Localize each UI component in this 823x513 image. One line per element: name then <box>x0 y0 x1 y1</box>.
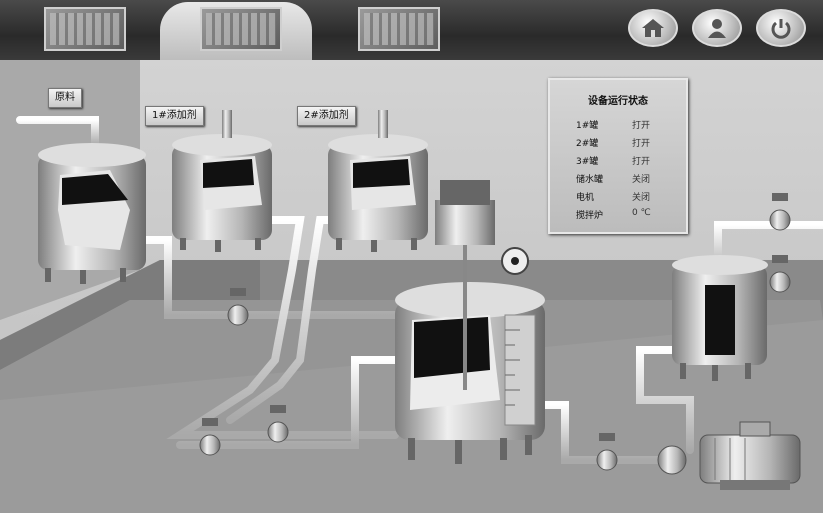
water-storage-tank[interactable] <box>672 255 768 381</box>
status-row: 1#罐 打开 <box>576 118 682 134</box>
platform-edge <box>0 260 300 370</box>
mixing-tank[interactable] <box>395 180 545 464</box>
additive-2-tank[interactable] <box>328 110 428 252</box>
pipe-return <box>176 356 404 449</box>
status-row-value: 关闭 <box>632 193 651 203</box>
valve-tank-top[interactable] <box>769 193 791 231</box>
raw-material-label-text: 原料 <box>55 92 75 103</box>
valve-additive1[interactable] <box>267 405 289 443</box>
raw-material-label: 原料 <box>48 88 82 108</box>
valve-additive2[interactable] <box>199 418 221 456</box>
pipe-pump-to-tank <box>636 346 694 454</box>
status-row-name: 储水罐 <box>576 175 604 185</box>
status-row-name: 2#罐 <box>576 139 599 149</box>
status-row-name: 搅拌炉 <box>576 211 604 221</box>
home-button[interactable] <box>628 9 678 47</box>
status-row-name: 1#罐 <box>576 121 599 131</box>
additive-1-tank[interactable] <box>172 110 272 252</box>
valves <box>199 193 791 471</box>
scene-thumb-1[interactable] <box>44 7 126 51</box>
additive-2-label: 2#添加剂 <box>297 106 356 126</box>
raw-material-tank[interactable] <box>38 143 146 284</box>
additive-1-label-text: 1#添加剂 <box>152 110 197 121</box>
plant-scene: 原料 1#添加剂 2#添加剂 <box>0 60 823 513</box>
status-row: 储水罐 关闭 <box>576 172 682 188</box>
status-row-value: 关闭 <box>632 175 651 185</box>
power-icon <box>771 19 791 39</box>
additive-1-label: 1#添加剂 <box>145 106 204 126</box>
user-button[interactable] <box>692 9 742 47</box>
status-row: 电机 关闭 <box>576 190 682 206</box>
valve-outlet[interactable] <box>596 433 618 471</box>
status-row-name: 3#罐 <box>576 157 599 167</box>
status-panel-title: 设备运行状态 <box>588 96 648 107</box>
plant-diagram <box>0 60 823 513</box>
status-row: 2#罐 打开 <box>576 136 682 152</box>
additive-2-label-text: 2#添加剂 <box>304 110 349 121</box>
pressure-gauge <box>501 247 529 275</box>
top-nav-bar <box>0 0 823 60</box>
valve-tank-side[interactable] <box>769 255 791 293</box>
status-row-value: 打开 <box>632 157 651 167</box>
scene-thumb-2[interactable] <box>200 7 282 51</box>
home-icon <box>642 19 664 37</box>
status-row: 搅拌炉 0 ℃ <box>576 208 682 224</box>
user-icon <box>708 19 726 38</box>
status-row-value: 0 ℃ <box>632 208 651 218</box>
status-row-name: 电机 <box>576 193 595 203</box>
status-row-value: 打开 <box>632 121 651 131</box>
status-row: 3#罐 打开 <box>576 154 682 170</box>
pipe-raw-inlet <box>16 116 99 149</box>
pipe-additive1 <box>166 216 399 439</box>
valve-raw[interactable] <box>227 288 249 326</box>
power-button[interactable] <box>756 9 806 47</box>
scene-thumb-3[interactable] <box>358 7 440 51</box>
status-row-value: 打开 <box>632 139 651 149</box>
pump-motor[interactable] <box>657 421 801 490</box>
